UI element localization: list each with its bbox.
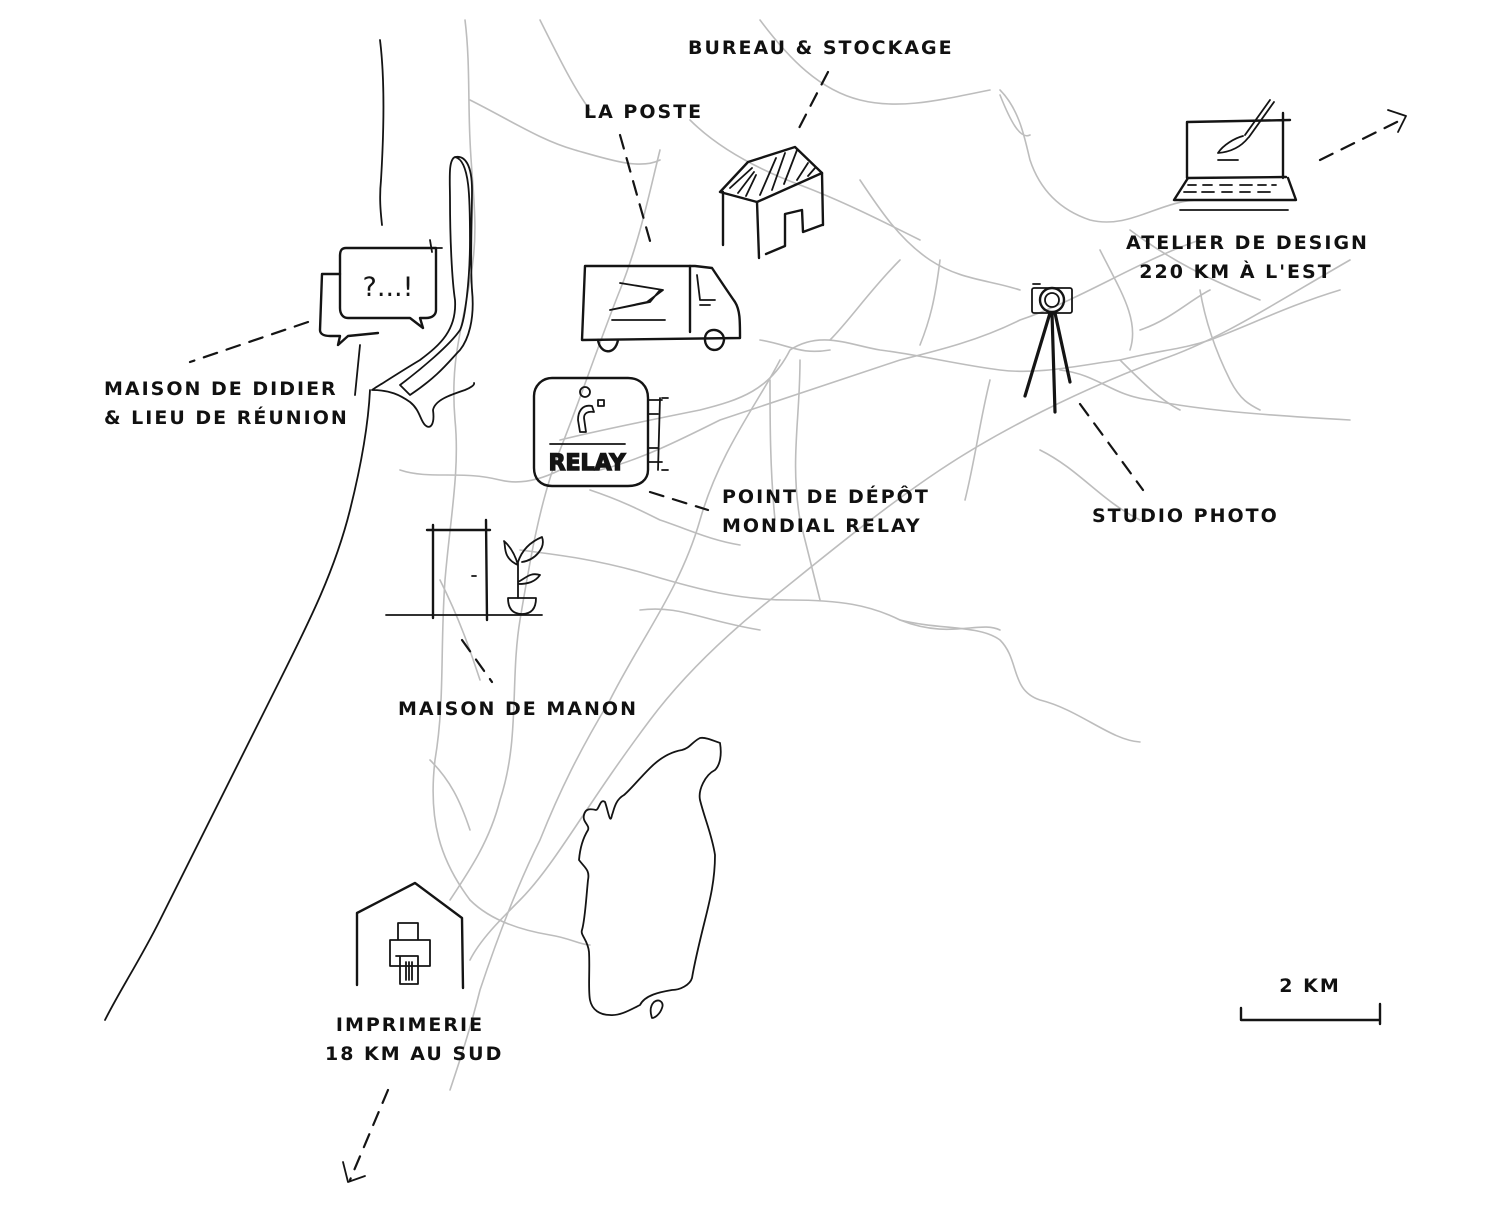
bubble-text: ?...! [363,272,414,303]
label-atelier-design-line-1: Atelier de design [1126,232,1369,254]
label-imprimerie-line-1: Imprimerie [335,1014,485,1036]
label-maison-manon: Maison de Manon [398,698,638,720]
label-mondial-relay-line-1: Point de dépôt [722,486,930,508]
road-network [399,19,1351,1091]
arrow-south-icon [342,1088,390,1183]
door-plant-icon[interactable] [385,518,544,622]
label-studio-photo: Studio photo [1092,505,1279,527]
label-imprimerie: Imprimerie 18 km au sud [325,1011,504,1069]
label-la-poste: La Poste [584,101,704,123]
label-atelier-design-line-2: 220 km à l'est [1139,261,1333,283]
lake [578,736,722,1019]
camera-tripod-icon[interactable] [1023,283,1073,414]
label-maison-didier-line-2: & lieu de réunion [104,407,349,429]
label-maison-didier: Maison de Didier & lieu de réunion [104,375,349,433]
label-maison-didier-line-1: Maison de Didier [104,378,338,400]
laptop-brush-icon[interactable] [1172,99,1298,211]
label-bureau-stockage: Bureau & Stockage [688,37,954,59]
leader-lines [188,70,1145,684]
delivery-van-icon[interactable] [580,264,742,353]
speech-bubbles-icon[interactable]: ?...! [318,239,443,347]
relay-logo-text: RELAY [549,451,627,476]
printer-house-icon[interactable] [355,881,465,990]
label-mondial-relay: Point de dépôt Mondial Relay [722,483,930,541]
relay-point-icon[interactable]: RELAY [532,376,669,488]
scale-bar-line [1239,1002,1382,1026]
scale-bar-label: 2 KM [1279,975,1341,997]
label-mondial-relay-line-2: Mondial Relay [722,515,922,537]
label-atelier-design: Atelier de design 220 km à l'est [1126,229,1369,287]
coastline [104,39,385,1021]
arrow-east-icon [1318,109,1407,162]
label-imprimerie-line-2: 18 km au sud [325,1043,504,1065]
warehouse-icon[interactable] [718,145,825,260]
river [371,155,475,428]
